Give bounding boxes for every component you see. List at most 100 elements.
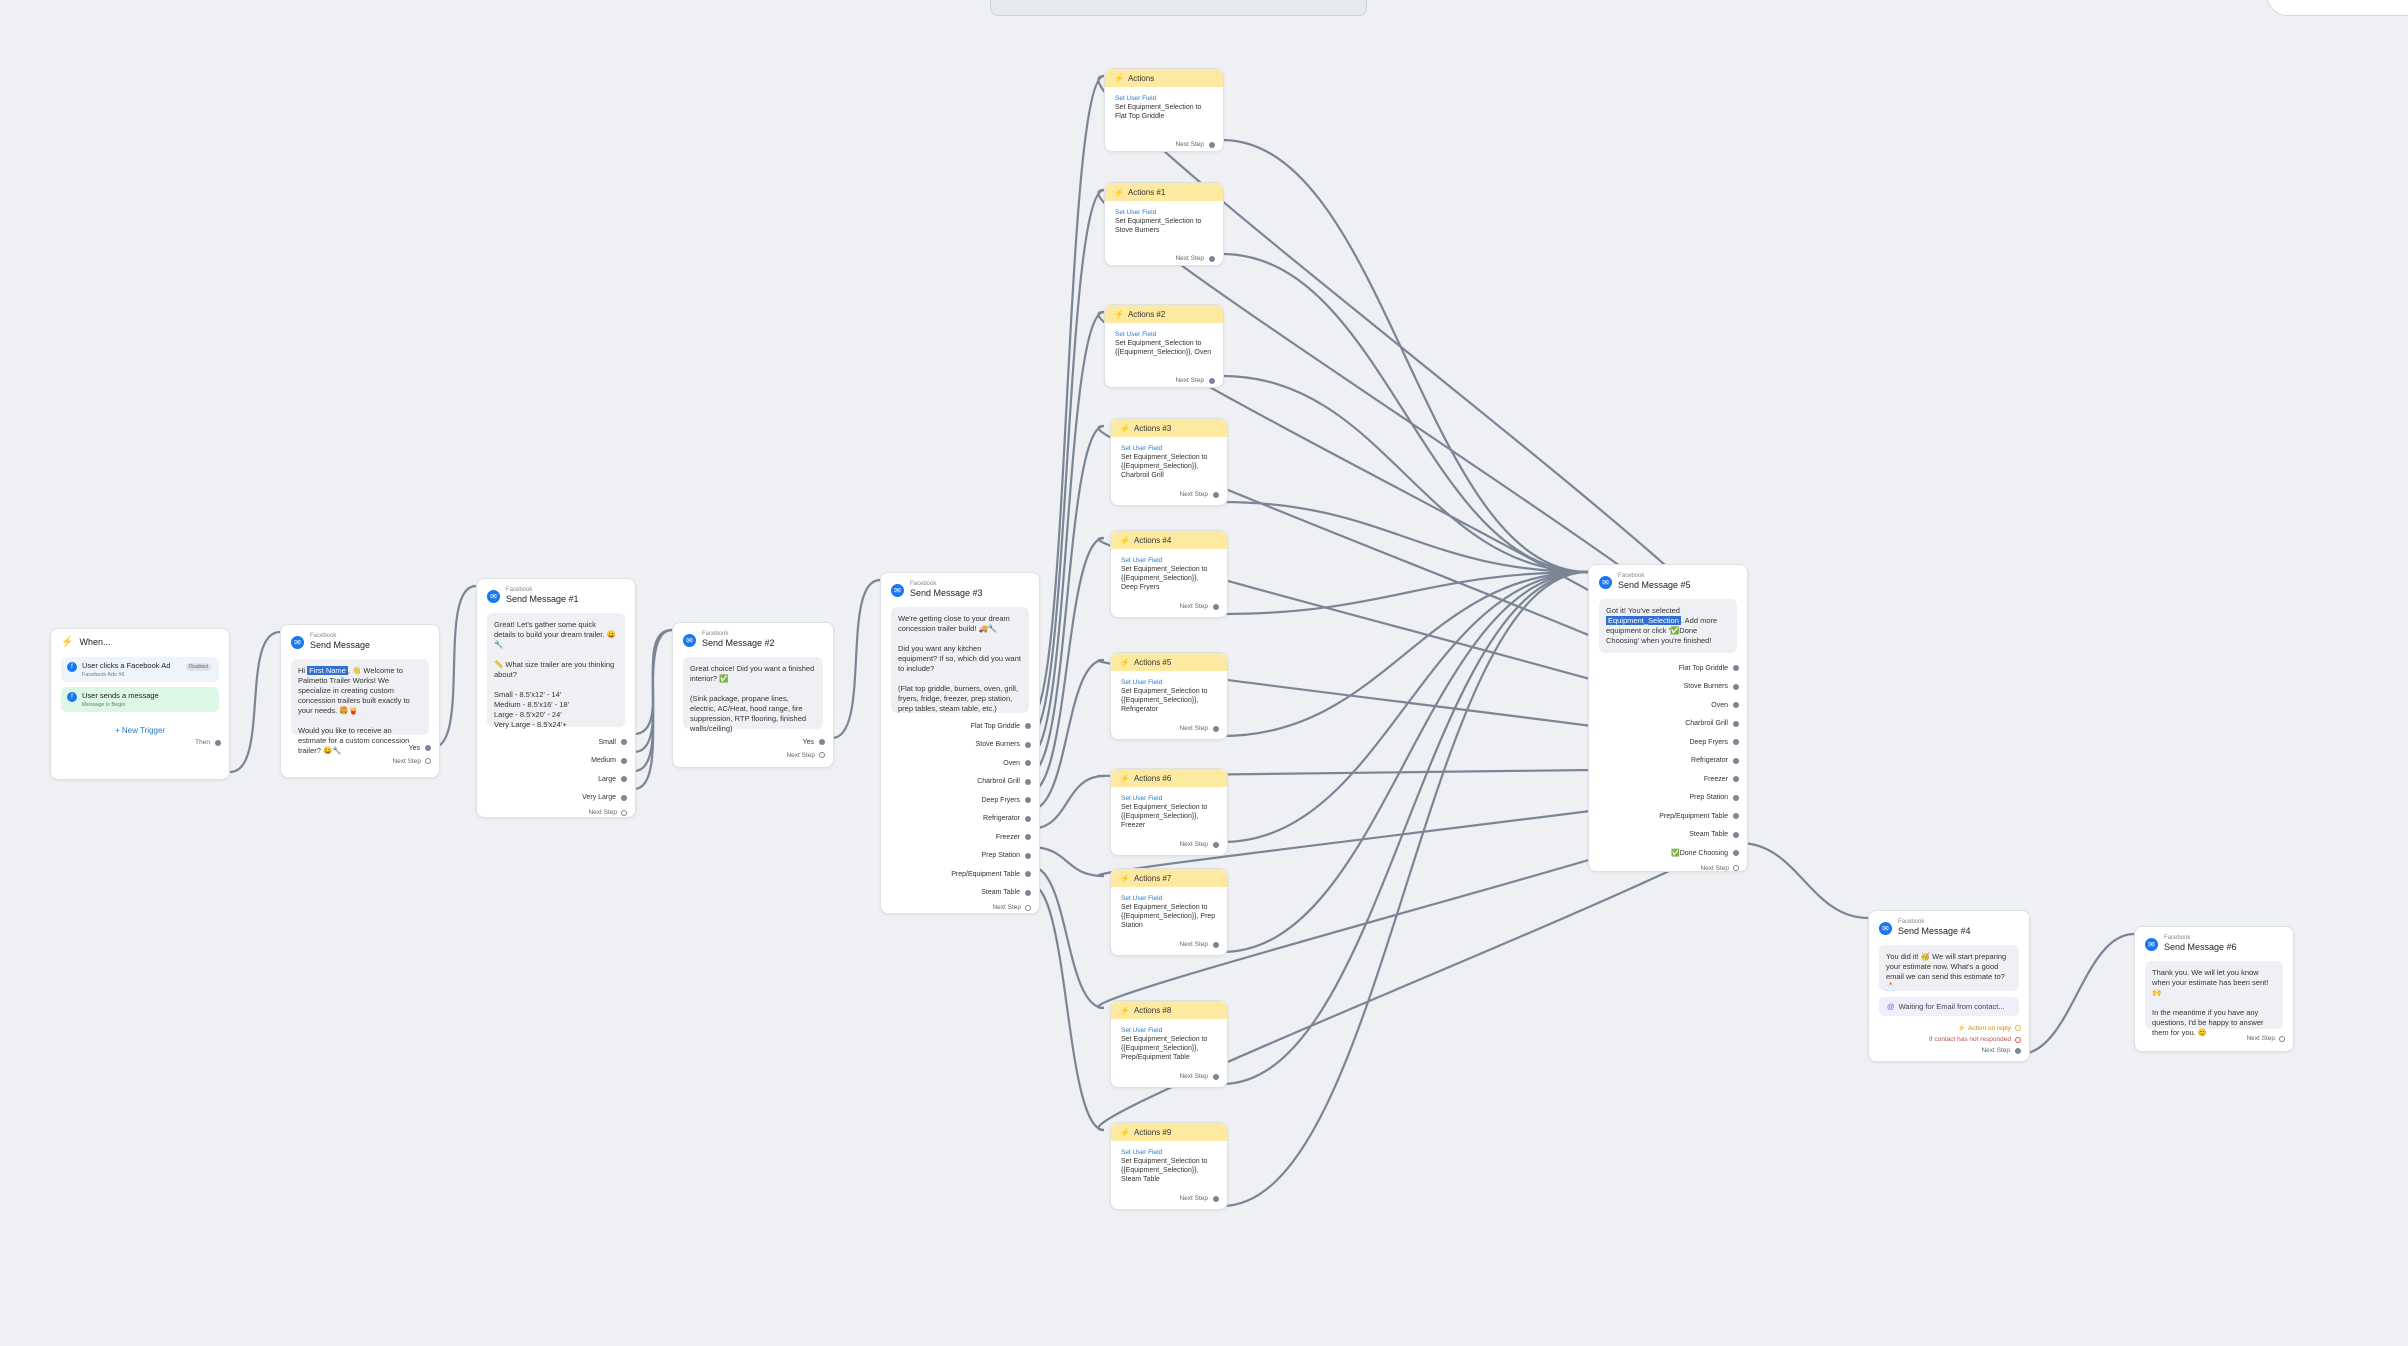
button-flat-top-griddle[interactable]: Flat Top Griddle bbox=[1589, 659, 1747, 678]
button-refrigerator[interactable]: Refrigerator bbox=[881, 810, 1039, 829]
output-port[interactable] bbox=[1025, 889, 1031, 896]
output-port[interactable] bbox=[1733, 850, 1739, 857]
next-step-port[interactable] bbox=[1209, 141, 1215, 148]
output-port[interactable] bbox=[1733, 683, 1739, 690]
button-medium[interactable]: Medium bbox=[477, 752, 635, 771]
next-step-port[interactable] bbox=[1209, 377, 1215, 384]
actions-node-9[interactable]: ⚡Actions #9 Set User Field Set Equipment… bbox=[1110, 1122, 1228, 1210]
button-deep-fryers[interactable]: Deep Fryers bbox=[881, 791, 1039, 810]
button-charbroil-grill[interactable]: Charbroil Grill bbox=[1589, 715, 1747, 734]
output-port[interactable] bbox=[1025, 815, 1031, 822]
output-port[interactable] bbox=[1025, 852, 1031, 859]
next-step-row[interactable]: Next Step bbox=[1105, 253, 1223, 268]
button-stove-burners[interactable]: Stove Burners bbox=[1589, 678, 1747, 697]
button-large[interactable]: Large bbox=[477, 770, 635, 789]
next-step-row[interactable]: Next Step bbox=[1111, 1193, 1227, 1208]
next-step-port[interactable] bbox=[425, 758, 431, 764]
button-yes[interactable]: Yes bbox=[673, 733, 833, 752]
next-step-row[interactable]: Next Step bbox=[1105, 375, 1223, 390]
next-step-port[interactable] bbox=[1213, 491, 1219, 498]
output-port[interactable] bbox=[1025, 760, 1031, 767]
button-refrigerator[interactable]: Refrigerator bbox=[1589, 752, 1747, 771]
next-step-row[interactable]: Next Step bbox=[281, 758, 439, 771]
button-very-large[interactable]: Very Large bbox=[477, 789, 635, 808]
output-port[interactable] bbox=[1025, 871, 1031, 878]
next-step-port[interactable] bbox=[1733, 865, 1739, 871]
next-step-port[interactable] bbox=[2279, 1035, 2285, 1042]
output-port[interactable] bbox=[1733, 757, 1739, 764]
actions-node-4[interactable]: ⚡Actions #4 Set User Field Set Equipment… bbox=[1110, 530, 1228, 618]
button-oven[interactable]: Oven bbox=[881, 754, 1039, 773]
button-charbroil-grill[interactable]: Charbroil Grill bbox=[881, 773, 1039, 792]
next-step-port[interactable] bbox=[2015, 1047, 2021, 1054]
output-port[interactable] bbox=[621, 739, 627, 746]
output-port[interactable] bbox=[1733, 702, 1739, 709]
button-flat-top-griddle[interactable]: Flat Top Griddle bbox=[881, 717, 1039, 736]
output-port[interactable] bbox=[1733, 794, 1739, 801]
next-step-row[interactable]: Next Step bbox=[2135, 1033, 2293, 1048]
next-step-port[interactable] bbox=[1213, 841, 1219, 848]
button-oven[interactable]: Oven bbox=[1589, 696, 1747, 715]
next-step-row[interactable]: Next Step bbox=[1111, 939, 1227, 954]
next-step-row[interactable]: Next Step bbox=[1111, 489, 1227, 504]
actions-node-1[interactable]: ⚡Actions #1 Set User Field Set Equipment… bbox=[1104, 182, 1224, 266]
next-step-row[interactable]: Next Step bbox=[1869, 1045, 2029, 1060]
output-port[interactable] bbox=[1025, 723, 1031, 730]
next-step-row[interactable]: Next Step bbox=[1111, 723, 1227, 738]
button-freezer[interactable]: Freezer bbox=[881, 828, 1039, 847]
output-port[interactable] bbox=[621, 776, 627, 783]
output-port[interactable] bbox=[2015, 1036, 2021, 1043]
next-step-row[interactable]: Next Step bbox=[1111, 839, 1227, 854]
actions-node-5[interactable]: ⚡Actions #5 Set User Field Set Equipment… bbox=[1110, 652, 1228, 740]
button-freezer[interactable]: Freezer bbox=[1589, 770, 1747, 789]
next-step-port[interactable] bbox=[1213, 1073, 1219, 1080]
actions-node-2[interactable]: ⚡Actions #2 Set User Field Set Equipment… bbox=[1104, 304, 1224, 388]
button-deep-fryers[interactable]: Deep Fryers bbox=[1589, 733, 1747, 752]
output-port[interactable] bbox=[1733, 776, 1739, 783]
output-port[interactable] bbox=[621, 757, 627, 764]
button-steam-table[interactable]: Steam Table bbox=[881, 884, 1039, 903]
next-step-row[interactable]: Next Step bbox=[881, 902, 1039, 917]
next-step-row[interactable]: Next Step bbox=[477, 807, 635, 822]
output-port[interactable] bbox=[2015, 1025, 2021, 1031]
next-step-row[interactable]: Next Step bbox=[1111, 1071, 1227, 1086]
new-trigger-button[interactable]: + New Trigger bbox=[114, 726, 166, 735]
next-step-port[interactable] bbox=[1025, 904, 1031, 911]
button-stove-burners[interactable]: Stove Burners bbox=[881, 736, 1039, 755]
no-reply-row[interactable]: If contact has not responded bbox=[1869, 1034, 2029, 1045]
output-port[interactable] bbox=[425, 745, 431, 752]
button-small[interactable]: Small bbox=[477, 733, 635, 752]
button-steam-table[interactable]: Steam Table bbox=[1589, 826, 1747, 845]
top-toolbar[interactable] bbox=[990, 0, 1367, 16]
button-prep-equipment-table[interactable]: Prep/Equipment Table bbox=[881, 865, 1039, 884]
output-port[interactable] bbox=[1733, 831, 1739, 838]
actions-node-6[interactable]: ⚡Actions #6 Set User Field Set Equipment… bbox=[1110, 768, 1228, 856]
button-prep-station[interactable]: Prep Station bbox=[1589, 789, 1747, 808]
next-step-port[interactable] bbox=[1213, 603, 1219, 610]
output-port[interactable] bbox=[215, 739, 221, 746]
button-yes[interactable]: Yes bbox=[281, 739, 439, 758]
output-port[interactable] bbox=[1025, 834, 1031, 841]
actions-node-3[interactable]: ⚡Actions #3 Set User Field Set Equipment… bbox=[1110, 418, 1228, 506]
actions-node-7[interactable]: ⚡Actions #7 Set User Field Set Equipment… bbox=[1110, 868, 1228, 956]
top-right-control[interactable] bbox=[2266, 0, 2408, 16]
actions-node-8[interactable]: ⚡Actions #8 Set User Field Set Equipment… bbox=[1110, 1000, 1228, 1088]
next-step-port[interactable] bbox=[1213, 941, 1219, 948]
next-step-port[interactable] bbox=[1209, 255, 1215, 262]
next-step-port[interactable] bbox=[819, 752, 825, 758]
next-step-row[interactable]: Next Step bbox=[673, 752, 833, 765]
output-port[interactable] bbox=[819, 739, 825, 746]
button-prep-station[interactable]: Prep Station bbox=[881, 847, 1039, 866]
output-port[interactable] bbox=[1025, 741, 1031, 748]
output-port[interactable] bbox=[1733, 720, 1739, 727]
